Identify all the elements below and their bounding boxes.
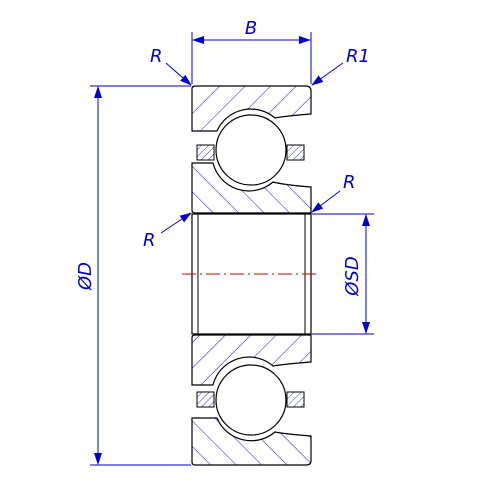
radius-outer-right: R1 <box>311 46 370 86</box>
dimension-width: B <box>191 18 312 84</box>
inner-ring-lower <box>191 334 312 386</box>
outer-ring-upper <box>191 85 312 132</box>
label-inner-diameter: ØSD <box>342 256 363 296</box>
cage-left-upper <box>196 144 215 161</box>
dimension-outer-diameter: ØD <box>75 85 191 466</box>
label-width: B <box>245 18 257 39</box>
ball-lower <box>215 364 287 436</box>
cage-right-lower <box>286 391 305 408</box>
lower-section <box>191 334 312 466</box>
radius-inner-right: R <box>311 172 356 213</box>
label-outer-diameter: ØD <box>75 262 96 291</box>
outer-ring-lower <box>191 417 312 466</box>
cage-right-upper <box>286 144 305 161</box>
label-radius-outer-right: R1 <box>346 46 370 67</box>
cage-left-lower <box>196 391 215 408</box>
bore-section <box>182 213 318 335</box>
label-radius-outer-left: R <box>150 46 163 67</box>
radius-inner-left: R <box>143 212 192 251</box>
ball-upper <box>215 114 287 186</box>
label-radius-inner-right: R <box>343 172 356 193</box>
radius-outer-left: R <box>150 46 192 86</box>
inner-ring-upper <box>191 162 312 214</box>
label-radius-inner-left: R <box>143 230 156 251</box>
dimension-inner-diameter: ØSD <box>312 213 374 335</box>
upper-section <box>191 85 312 214</box>
